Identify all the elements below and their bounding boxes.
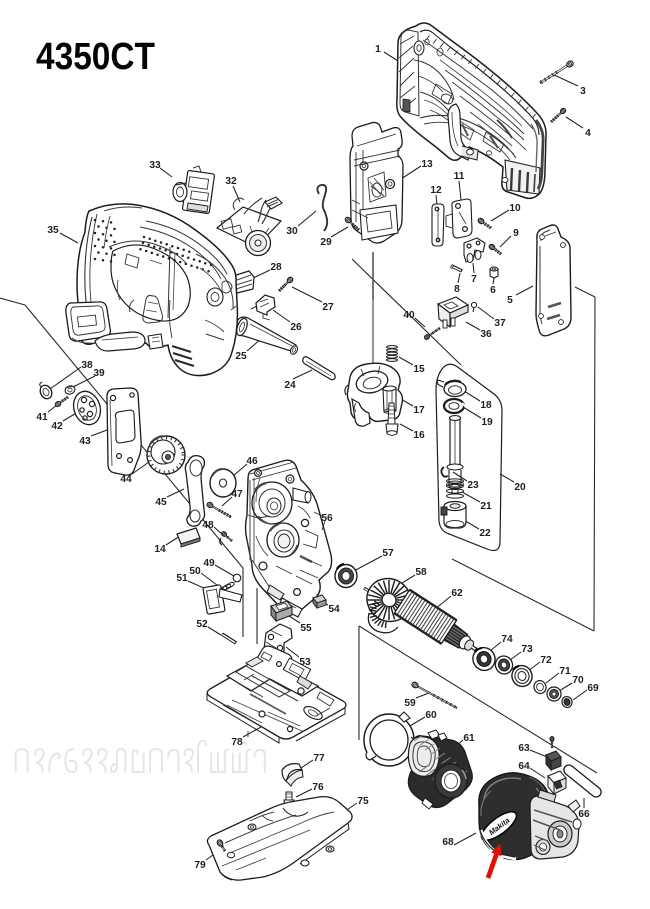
svg-text:55: 55 bbox=[300, 623, 312, 634]
svg-text:66: 66 bbox=[578, 809, 590, 820]
svg-text:52: 52 bbox=[196, 619, 208, 630]
svg-text:54: 54 bbox=[328, 604, 340, 615]
svg-text:62: 62 bbox=[451, 588, 463, 599]
svg-text:42: 42 bbox=[51, 421, 63, 432]
svg-text:45: 45 bbox=[155, 497, 167, 508]
svg-text:29: 29 bbox=[320, 237, 332, 248]
svg-text:15: 15 bbox=[413, 364, 425, 375]
svg-text:3: 3 bbox=[580, 86, 586, 97]
svg-text:16: 16 bbox=[413, 430, 425, 441]
svg-text:40: 40 bbox=[403, 310, 415, 321]
svg-text:36: 36 bbox=[480, 329, 492, 340]
svg-text:7: 7 bbox=[471, 274, 477, 285]
svg-text:27: 27 bbox=[322, 302, 334, 313]
svg-text:57: 57 bbox=[382, 548, 394, 559]
svg-text:48: 48 bbox=[202, 520, 214, 531]
svg-text:38: 38 bbox=[81, 360, 93, 371]
svg-text:33: 33 bbox=[149, 160, 161, 171]
svg-text:50: 50 bbox=[189, 566, 201, 577]
svg-text:21: 21 bbox=[480, 501, 492, 512]
svg-text:43: 43 bbox=[79, 436, 91, 447]
svg-text:68: 68 bbox=[442, 837, 454, 848]
svg-text:18: 18 bbox=[480, 400, 492, 411]
svg-text:47: 47 bbox=[231, 489, 243, 500]
svg-text:26: 26 bbox=[290, 322, 302, 333]
svg-text:72: 72 bbox=[540, 655, 552, 666]
svg-text:8: 8 bbox=[454, 284, 460, 295]
svg-text:73: 73 bbox=[521, 644, 533, 655]
svg-text:44: 44 bbox=[120, 474, 132, 485]
svg-text:69: 69 bbox=[587, 683, 599, 694]
svg-text:51: 51 bbox=[176, 573, 188, 584]
svg-text:39: 39 bbox=[93, 368, 105, 379]
svg-text:14: 14 bbox=[154, 544, 166, 555]
svg-text:74: 74 bbox=[501, 634, 513, 645]
svg-text:4350CT: 4350CT bbox=[36, 36, 155, 78]
svg-text:78: 78 bbox=[231, 737, 243, 748]
svg-text:56: 56 bbox=[321, 513, 333, 524]
svg-text:28: 28 bbox=[270, 262, 282, 273]
svg-text:22: 22 bbox=[479, 528, 491, 539]
svg-text:17: 17 bbox=[413, 405, 425, 416]
svg-text:13: 13 bbox=[421, 159, 433, 170]
svg-text:49: 49 bbox=[203, 558, 215, 569]
svg-text:53: 53 bbox=[299, 657, 311, 668]
svg-text:5: 5 bbox=[507, 295, 513, 306]
svg-text:19: 19 bbox=[481, 417, 493, 428]
svg-text:76: 76 bbox=[312, 782, 324, 793]
svg-text:12: 12 bbox=[430, 185, 442, 196]
svg-text:9: 9 bbox=[513, 228, 519, 239]
svg-text:11: 11 bbox=[454, 171, 465, 182]
svg-text:30: 30 bbox=[286, 226, 298, 237]
svg-text:60: 60 bbox=[425, 710, 437, 721]
svg-text:71: 71 bbox=[559, 666, 571, 677]
svg-text:59: 59 bbox=[404, 698, 416, 709]
svg-text:46: 46 bbox=[246, 456, 258, 467]
svg-text:35: 35 bbox=[47, 225, 59, 236]
svg-text:61: 61 bbox=[463, 733, 475, 744]
svg-text:10: 10 bbox=[509, 203, 521, 214]
svg-text:24: 24 bbox=[284, 380, 296, 391]
svg-text:32: 32 bbox=[225, 176, 237, 187]
svg-text:20: 20 bbox=[514, 482, 526, 493]
svg-text:37: 37 bbox=[494, 318, 506, 329]
svg-text:25: 25 bbox=[235, 351, 247, 362]
svg-text:23: 23 bbox=[467, 480, 479, 491]
svg-text:1: 1 bbox=[375, 44, 381, 55]
svg-text:63: 63 bbox=[518, 743, 530, 754]
svg-text:79: 79 bbox=[194, 860, 206, 871]
svg-text:4: 4 bbox=[585, 128, 591, 139]
svg-text:6: 6 bbox=[490, 285, 496, 296]
svg-text:70: 70 bbox=[572, 675, 584, 686]
svg-text:77: 77 bbox=[313, 753, 325, 764]
svg-text:41: 41 bbox=[36, 412, 48, 423]
svg-text:58: 58 bbox=[415, 567, 427, 578]
svg-text:75: 75 bbox=[357, 796, 369, 807]
svg-text:64: 64 bbox=[518, 761, 530, 772]
